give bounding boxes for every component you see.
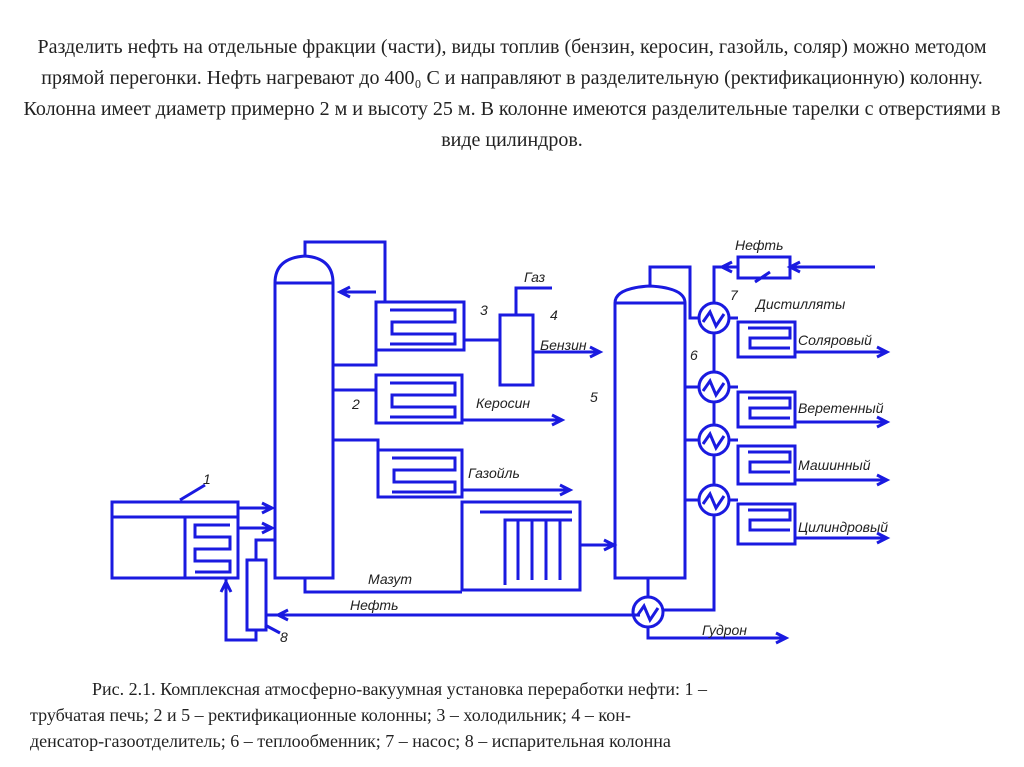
caption-line-3: денсатор-газоотделитель; 6 – теплообменн… — [30, 731, 671, 751]
number-5: 5 — [590, 389, 598, 405]
intro-paragraph: Разделить нефть на отдельные фракции (ча… — [23, 36, 1001, 151]
label-gas: Газ — [524, 269, 546, 285]
figure-caption: Рис. 2.1. Комплексная атмосферно-вакуумн… — [30, 676, 948, 754]
number-6: 6 — [690, 347, 698, 363]
number-4: 4 — [550, 307, 558, 323]
number-1: 1 — [203, 471, 211, 487]
heat-exchangers-6 — [631, 260, 790, 645]
label-benzin: Бензин — [540, 337, 587, 353]
evaporator-8 — [219, 538, 640, 642]
label-distillates: Дистилляты — [754, 296, 846, 312]
pump-7 — [736, 255, 875, 284]
column-2 — [273, 240, 387, 580]
label-kerosin: Керосин — [476, 395, 530, 411]
label-mashinny: Машинный — [798, 457, 871, 473]
number-8: 8 — [280, 629, 288, 645]
cooler-gazoil — [333, 438, 574, 499]
vacuum-furnace — [303, 500, 618, 594]
number-2: 2 — [351, 396, 360, 412]
label-mazut: Мазут — [368, 571, 412, 587]
label-neft-bottom: Нефть — [350, 597, 398, 613]
distillate-coolers — [729, 316, 891, 546]
label-neft-top: Нефть — [735, 237, 783, 253]
label-cilindrovy: Цилиндровый — [798, 519, 888, 535]
label-solar: Соляровый — [798, 332, 872, 348]
label-gudron: Гудрон — [702, 622, 747, 638]
column-5 — [613, 265, 700, 580]
number-3: 3 — [480, 302, 488, 318]
caption-line-2: трубчатая печь; 2 и 5 – ректификационные… — [30, 705, 631, 725]
number-7: 7 — [730, 287, 739, 303]
condenser-4 — [498, 286, 604, 387]
label-gazoil: Газойль — [468, 465, 520, 481]
caption-line-1: Рис. 2.1. Комплексная атмосферно-вакуумн… — [92, 679, 708, 699]
cooler-kerosin — [333, 373, 566, 427]
label-veretenny: Веретенный — [798, 400, 884, 416]
cooler-3 — [333, 285, 500, 367]
furnace-1 — [110, 483, 276, 580]
